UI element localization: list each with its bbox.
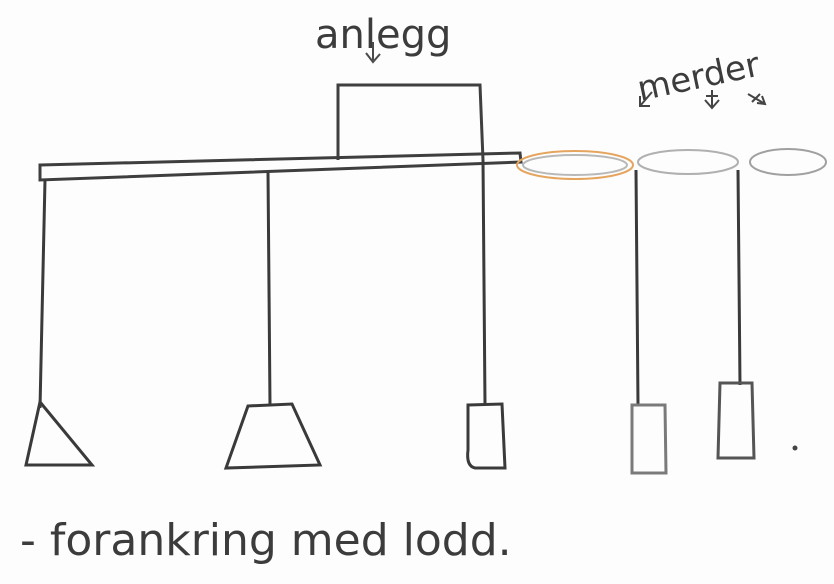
- anchor-line-2: [268, 172, 270, 405]
- anchor-line-5: [738, 170, 740, 385]
- pen-1-inner: [523, 155, 627, 175]
- weight-block-3: [718, 383, 754, 458]
- caption: - forankring med lodd.: [20, 515, 512, 566]
- arrow-down-right-icon: [748, 94, 765, 104]
- dot: [793, 446, 798, 451]
- pen-3: [750, 149, 826, 175]
- anchor-line-4: [636, 170, 638, 405]
- pen-2: [638, 150, 738, 174]
- label-merder: merder: [634, 45, 764, 110]
- anlegg-box: [338, 85, 483, 160]
- weight-triangle: [26, 402, 92, 465]
- anchor-line-3: [483, 160, 485, 405]
- label-anlegg: anlegg: [315, 12, 451, 58]
- weight-trapezoid: [226, 404, 320, 468]
- main-beam: [40, 153, 521, 180]
- weight-block-2: [632, 405, 666, 473]
- weight-block-1: [468, 404, 505, 468]
- anchor-line-1: [40, 180, 45, 408]
